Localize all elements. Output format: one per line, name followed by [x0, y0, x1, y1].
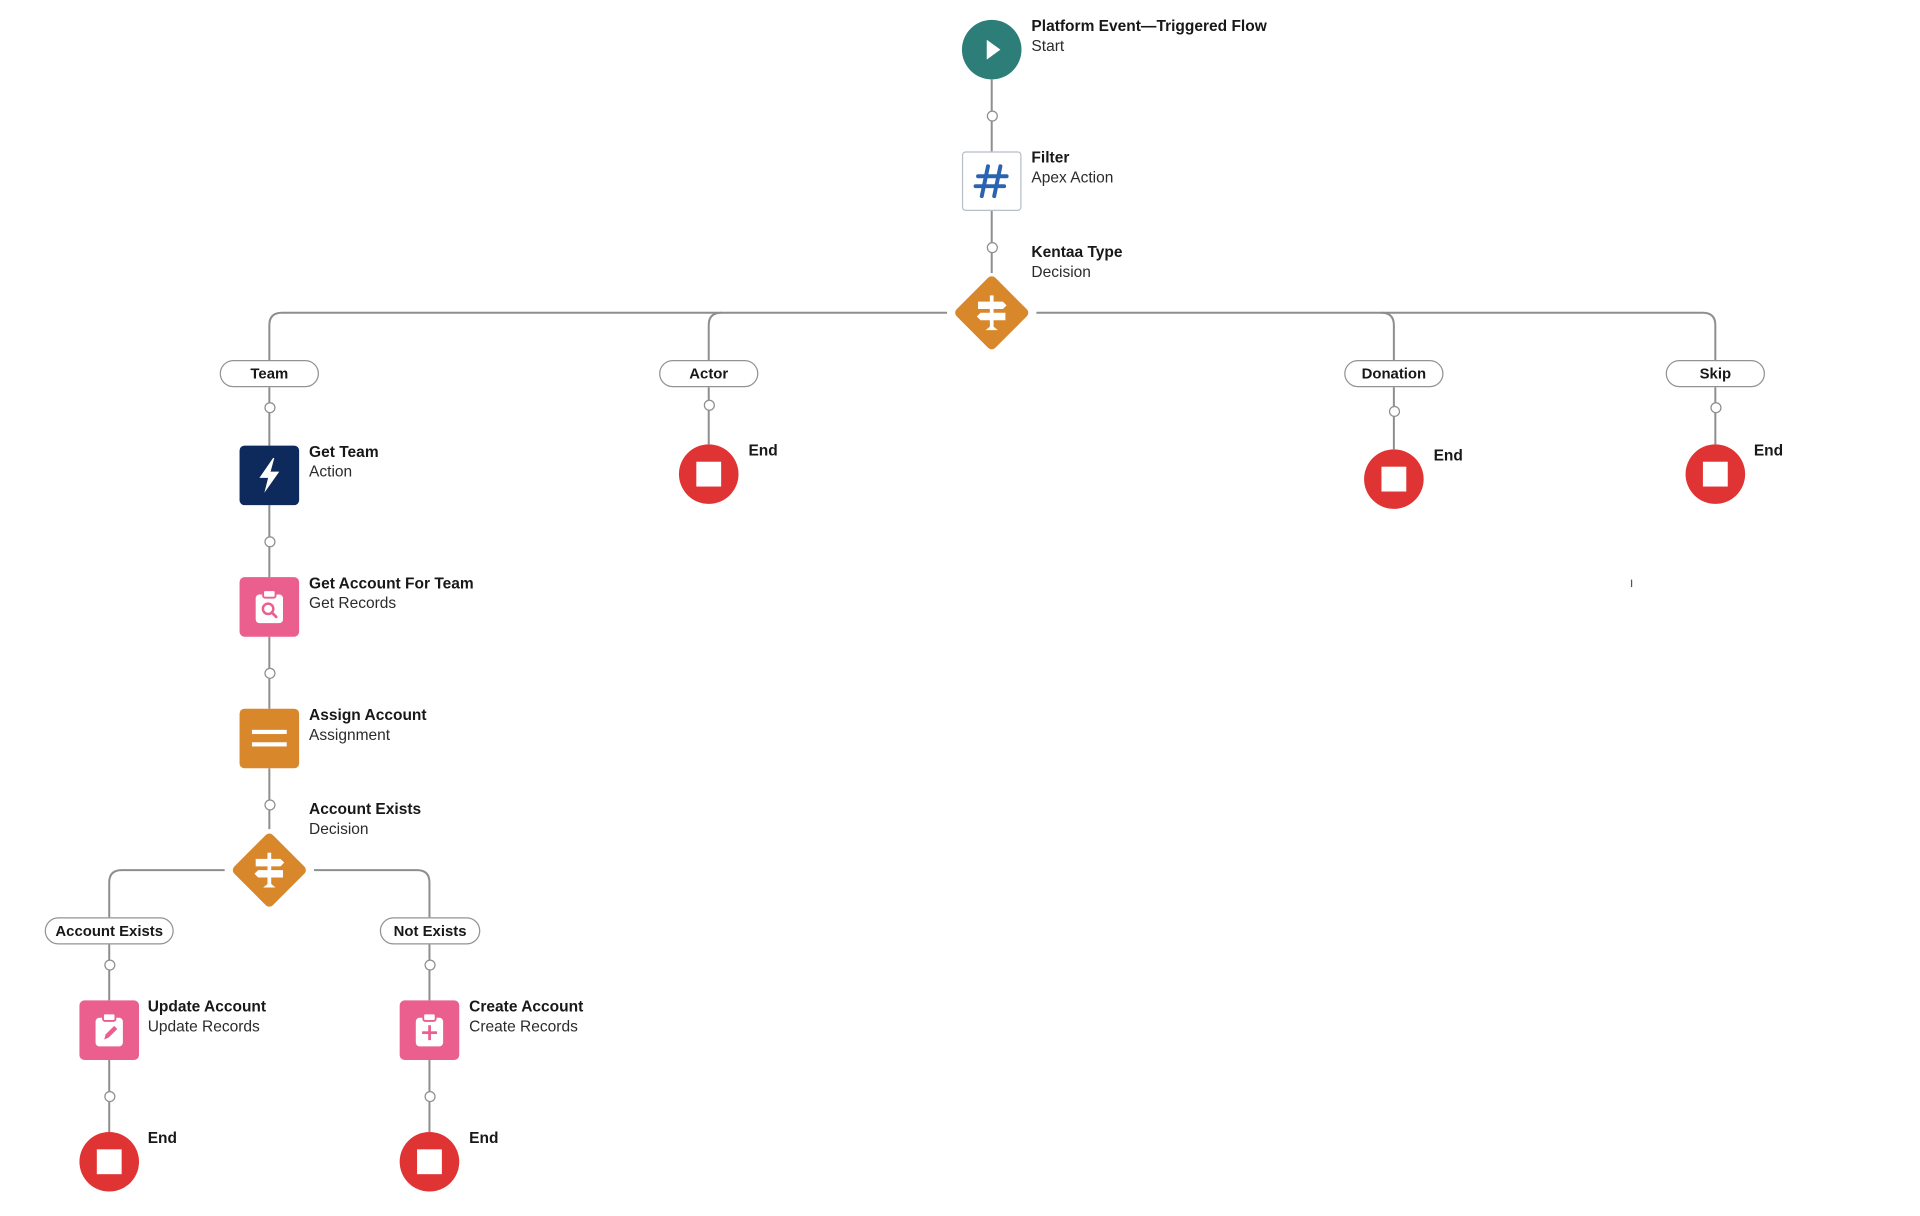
get-team-node[interactable] [239, 445, 300, 506]
connector-dot[interactable] [103, 1090, 115, 1102]
get-team-subtitle: Action [309, 462, 353, 481]
get-team-label: Get Team Action [309, 442, 379, 482]
stop-icon [1702, 461, 1728, 487]
start-title: Platform Event—Triggered Flow [1031, 17, 1267, 35]
create-end-node[interactable] [399, 1131, 460, 1192]
filter-node[interactable] [961, 151, 1022, 212]
connector-dot[interactable] [263, 535, 275, 547]
assign-account-node[interactable] [239, 708, 300, 769]
end-title: End [1753, 441, 1784, 460]
create-end-label: End [469, 1128, 498, 1148]
clipboard-edit-icon [95, 1012, 123, 1047]
update-end-label: End [148, 1128, 177, 1148]
cursor-mark [1630, 579, 1633, 588]
connector-dot[interactable] [263, 667, 275, 679]
connector-line [1036, 311, 1395, 360]
start-label: Platform Event—Triggered Flow Start [1031, 16, 1266, 56]
update-end-node[interactable] [79, 1131, 140, 1192]
signpost-icon [976, 295, 1007, 331]
end-title: End [1433, 446, 1463, 465]
update-account-label: Update Account Update Records [148, 997, 266, 1037]
update-account-node[interactable] [79, 1000, 140, 1060]
assign-account-subtitle: Assignment [309, 726, 391, 744]
kentaa-type-label: Kentaa Type Decision [1031, 242, 1122, 282]
connector-dot[interactable] [1709, 401, 1721, 413]
filter-subtitle: Apex Action [1031, 168, 1114, 187]
end-title: End [748, 441, 778, 460]
connector-line [314, 869, 431, 918]
kentaa-type-title: Kentaa Type [1031, 243, 1123, 261]
skip-end-node[interactable] [1685, 444, 1746, 504]
connector-dot[interactable] [986, 109, 998, 122]
outcome-team[interactable]: Team [219, 359, 319, 388]
donation-end-node[interactable] [1364, 449, 1424, 509]
actor-end-node[interactable] [678, 444, 739, 504]
end-title: End [469, 1129, 499, 1147]
start-node[interactable] [961, 19, 1022, 80]
skip-end-label: End [1754, 441, 1783, 461]
account-exists-decision-subtitle: Decision [309, 820, 369, 838]
filter-title: Filter [1031, 148, 1070, 167]
create-account-node[interactable] [399, 1000, 460, 1060]
assign-account-label: Assign Account Assignment [309, 705, 427, 745]
connector-dot[interactable] [423, 1090, 436, 1102]
connector-line [268, 311, 948, 360]
connector-line [1381, 311, 1717, 360]
stop-icon [96, 1149, 122, 1175]
play-icon [986, 39, 1001, 60]
get-account-for-team-label: Get Account For Team Get Records [309, 573, 474, 613]
connector-line [108, 869, 225, 918]
equals-icon [251, 729, 287, 747]
connector-dot[interactable] [263, 401, 275, 413]
end-title: End [147, 1129, 178, 1147]
lightning-bolt-icon [259, 458, 280, 493]
connector-dot[interactable] [703, 399, 715, 411]
connector-dot[interactable] [423, 958, 436, 970]
account-exists-decision-label: Account Exists Decision [309, 799, 421, 839]
get-account-for-team-node[interactable] [239, 577, 300, 637]
hashtag-icon [973, 164, 1009, 199]
update-account-subtitle: Update Records [147, 1017, 260, 1036]
account-exists-decision-title: Account Exists [309, 800, 422, 818]
start-subtitle: Start [1031, 37, 1065, 55]
actor-end-label: End [748, 441, 777, 461]
get-account-for-team-subtitle: Get Records [309, 594, 397, 612]
kentaa-type-decision-node[interactable] [952, 273, 1031, 352]
account-exists-decision-node[interactable] [230, 830, 309, 909]
outcome-actor[interactable]: Actor [659, 359, 759, 388]
connector-dot[interactable] [263, 798, 275, 810]
connector-dot[interactable] [986, 241, 998, 253]
outcome-donation[interactable]: Donation [1344, 359, 1444, 388]
get-account-for-team-title: Get Account For Team [309, 574, 474, 593]
create-account-title: Create Account [469, 997, 584, 1016]
get-team-title: Get Team [309, 443, 379, 461]
clipboard-add-icon [415, 1012, 444, 1047]
stop-icon [417, 1149, 442, 1175]
donation-end-label: End [1434, 446, 1463, 466]
signpost-icon [254, 852, 285, 888]
outcome-account-exists[interactable]: Account Exists [44, 917, 174, 945]
update-account-title: Update Account [147, 997, 267, 1016]
filter-label: Filter Apex Action [1031, 148, 1113, 188]
stop-icon [1381, 466, 1407, 492]
connector-line [707, 311, 722, 360]
create-account-subtitle: Create Records [469, 1017, 578, 1036]
connector-dot[interactable] [1388, 405, 1400, 417]
stop-icon [696, 461, 722, 487]
outcome-not-exists[interactable]: Not Exists [379, 917, 481, 945]
connector-dot[interactable] [103, 958, 115, 970]
assign-account-title: Assign Account [309, 706, 427, 724]
clipboard-search-icon [255, 589, 283, 624]
create-account-label: Create Account Create Records [469, 997, 583, 1037]
outcome-skip[interactable]: Skip [1665, 359, 1765, 388]
kentaa-type-subtitle: Decision [1031, 263, 1091, 281]
